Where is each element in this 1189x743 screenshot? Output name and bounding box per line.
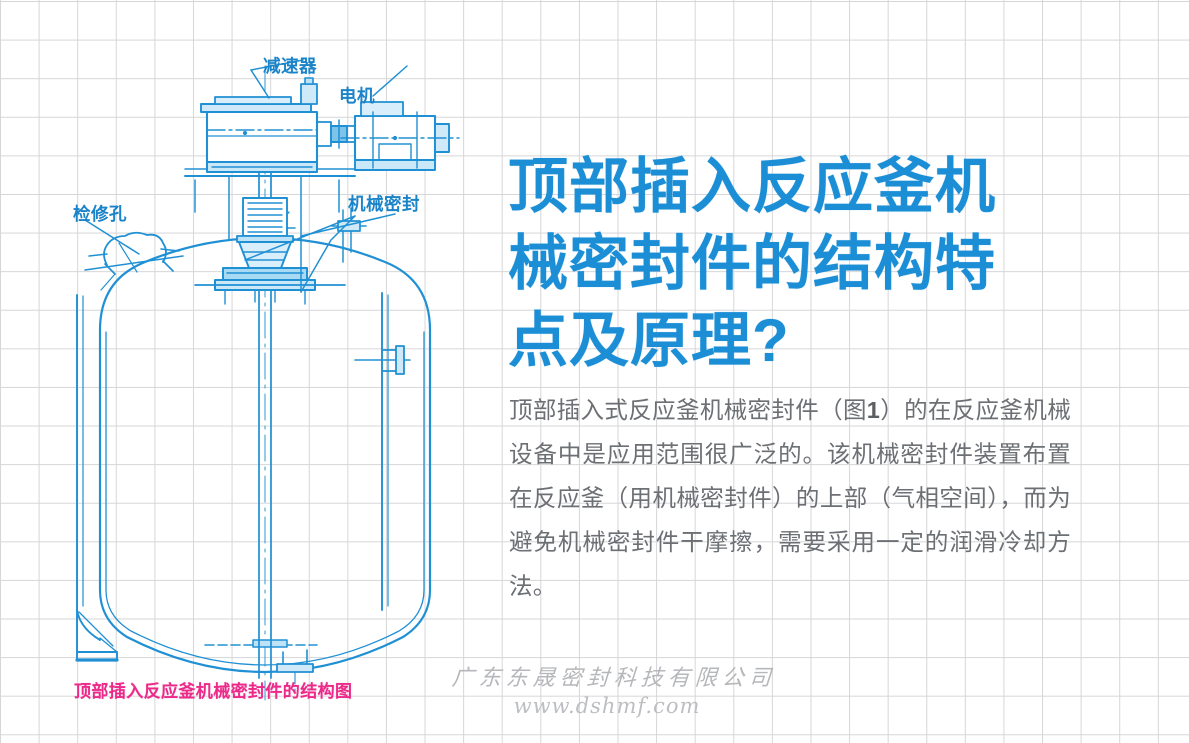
reducer-breather-cap: [304, 77, 314, 85]
watermark-url: www.dshmf.com: [513, 694, 701, 718]
mechanical-seal-taper: [238, 241, 292, 269]
motor-terminal-box: [360, 101, 404, 117]
reducer-top-cover: [200, 103, 312, 113]
reducer-axis-dot: [242, 130, 248, 136]
inspection-hole-baseline: [84, 255, 184, 271]
inspection-hole-edges: [104, 260, 174, 275]
support-leg-gusset-2: [99, 637, 118, 653]
reactor-vessel-diagram: 减速器 电机 机械密封 检修孔: [55, 40, 475, 701]
motor-ribs: [372, 111, 418, 169]
reducer-body: [205, 110, 319, 164]
body-paragraph-part1: 顶部插入式反应釜机械密封件（图: [509, 397, 867, 423]
label-inspection-hole: 检修孔: [73, 204, 127, 224]
leader-line-reducer-2: [250, 69, 270, 99]
motor-base: [354, 159, 436, 171]
watermark: 广东东晟密封科技有限公司 www.dshmf.com: [450, 660, 777, 718]
support-leg-gusset: [78, 611, 114, 647]
label-reducer: 减速器: [263, 56, 317, 76]
motor-shaft: [346, 125, 356, 143]
motor-foot-detail: [378, 143, 412, 161]
support-leg: [76, 609, 118, 661]
leader-line-mech-seal: [300, 213, 396, 237]
seal-mounting-flange: [222, 267, 308, 281]
reducer-breather: [300, 83, 318, 105]
figure-reference-number: 1: [866, 397, 881, 423]
leader-line-mech-seal-3: [300, 215, 356, 293]
jacket-left-plate: [76, 294, 101, 641]
side-nozzle-flange: [395, 345, 405, 375]
mechanical-seal-fins: [247, 202, 283, 233]
vessel-top-flange-bolts: [224, 289, 306, 305]
inspection-hole-flange-lugs: [88, 248, 180, 257]
inspection-hole-hatch: [100, 242, 138, 291]
body-paragraph: 顶部插入式反应釜机械密封件（图1）的在反应釜机械设备中是应用范围很广泛的。该机械…: [509, 388, 1071, 608]
vessel-shell-outer: [98, 236, 432, 674]
label-mechanical-seal: 机械密封: [348, 194, 420, 214]
drive-frame-legs: [194, 179, 340, 213]
bottom-nozzle-flange: [276, 663, 314, 673]
label-motor: 电机: [339, 86, 375, 106]
bottom-flange-detail: [252, 639, 288, 648]
drive-frame-posts: [228, 175, 302, 293]
inspection-hole-body: [103, 231, 167, 266]
diagram-linework: [75, 59, 460, 701]
motor-axis-dot: [392, 135, 398, 141]
mechanical-seal-flange-upper: [236, 235, 294, 243]
leader-line-reducer: [250, 59, 304, 71]
watermark-company: 广东东晟密封科技有限公司: [450, 666, 777, 691]
page-title: 顶部插入反应釜机 械密封件的结构特 点及原理?: [508, 153, 996, 374]
leader-line-mech-seal-2: [244, 215, 356, 261]
leader-line-inspection: [84, 219, 140, 255]
reducer-top-plate: [214, 96, 292, 105]
reducer-output-hub: [316, 121, 332, 147]
leader-line-motor: [372, 65, 408, 97]
body-paragraph-part2: ）的在反应釜机械设备中是应用范围很广泛的。该机械密封件装置布置在反应釜（用机械密…: [509, 397, 1071, 599]
figure-caption: 顶部插入反应釜机械密封件的结构图: [74, 682, 353, 701]
reactor-diagram-svg: 减速器 电机 机械密封 检修孔: [73, 56, 460, 701]
